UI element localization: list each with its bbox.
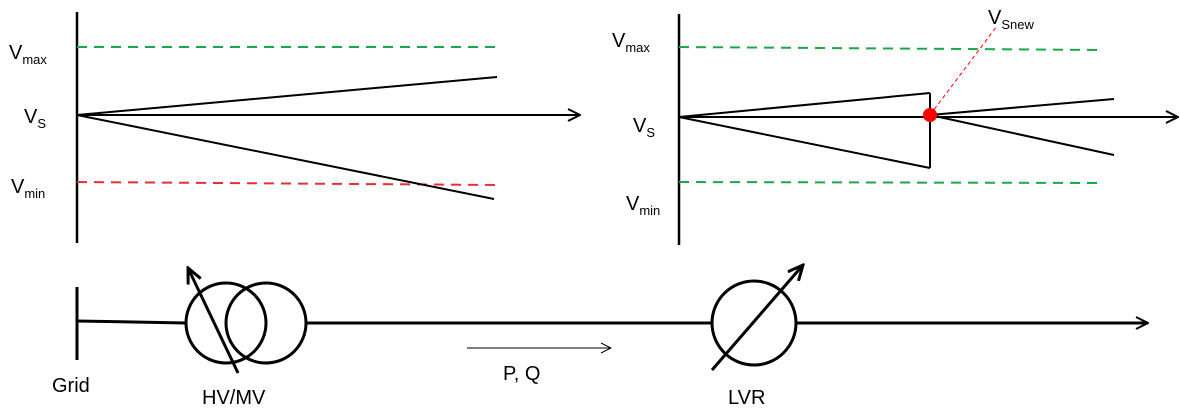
left-voltage-plot: Vmax VS Vmin xyxy=(9,12,580,243)
right-vmax-limit-line xyxy=(678,46,1103,51)
tap-changer-arrow-icon xyxy=(188,268,240,374)
left-voltage-rise-line xyxy=(76,76,498,116)
vsnew-label: VSnew xyxy=(988,7,1034,32)
right-vmin-label: Vmin xyxy=(626,193,660,218)
left-vmax-label: Vmax xyxy=(9,42,47,67)
right-vs-label: VS xyxy=(633,115,655,140)
transformer-label: HV/MV xyxy=(202,387,266,409)
grid-to-transformer-line xyxy=(76,319,187,325)
right-voltage-plot: Vmax VS Vmin VSnew xyxy=(612,7,1178,245)
right-drop-after-lvr xyxy=(929,114,1115,156)
transformer-primary-winding xyxy=(184,281,268,365)
right-vmax-label: Vmax xyxy=(612,30,650,55)
left-vmin-label: Vmin xyxy=(11,176,45,201)
right-vmin-limit-line xyxy=(678,181,1101,184)
vsnew-leader-line xyxy=(929,25,998,116)
lvr-label: LVR xyxy=(728,387,765,409)
power-flow-label: P, Q xyxy=(503,363,540,385)
grid-label: Grid xyxy=(52,375,90,397)
right-rise-before-lvr xyxy=(678,92,931,118)
lvr-arrow-icon xyxy=(710,265,803,371)
right-drop-before-lvr xyxy=(678,116,931,169)
vsnew-point-marker xyxy=(923,108,937,122)
left-vs-label: VS xyxy=(24,106,46,131)
right-rise-after-lvr xyxy=(929,98,1115,116)
left-vmin-limit-line xyxy=(76,181,498,186)
left-voltage-drop-line xyxy=(76,114,495,200)
network-single-line: Grid HV/MV P, Q LVR xyxy=(52,265,1148,409)
